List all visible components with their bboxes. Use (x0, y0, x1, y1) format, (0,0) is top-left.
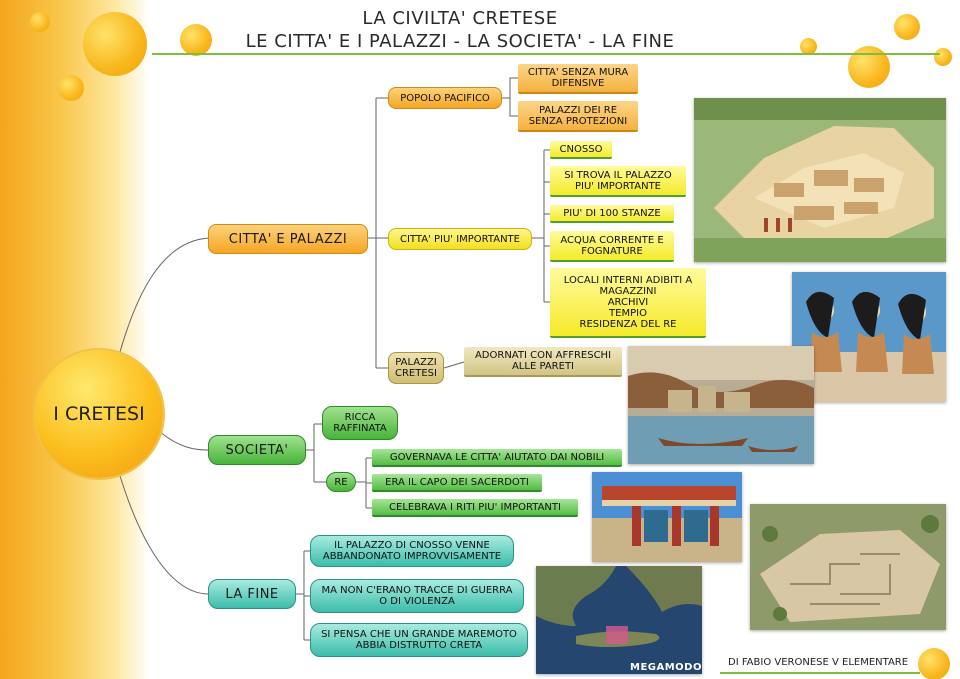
title-underline (152, 53, 940, 55)
node-adornati-con-affreschi[interactable]: ADORNATI CON AFFRESCHI ALLE PARETI (464, 347, 622, 377)
node-grande-maremoto[interactable]: SI PENSA CHE UN GRANDE MAREMOTO ABBIA DI… (310, 623, 528, 657)
footer-underline (720, 672, 920, 674)
node-palazzi-cretesi[interactable]: PALAZZI CRETESI (388, 352, 444, 384)
node-re-item: ERA IL CAPO DEI SACERDOTI (385, 476, 529, 488)
decor-circle (58, 75, 84, 101)
author-credit: DI FABIO VERONESE V ELEMENTARE (728, 657, 909, 668)
node-re[interactable]: RE (326, 472, 356, 492)
node-importante-item: ACQUA CORRENTE E FOGNATURE (560, 234, 664, 257)
decor-circle (83, 12, 147, 76)
node-importante-item: SI TROVA IL PALAZZO PIU' IMPORTANTE (564, 169, 672, 192)
node-citta-piu-importante[interactable]: CITTA' PIU' IMPORTANTE (388, 228, 532, 250)
node-importante-label: CITTA' PIU' IMPORTANTE (400, 233, 520, 245)
node-tracce-di-guerra[interactable]: MA NON C'ERANO TRACCE DI GUERRA O DI VIO… (310, 579, 524, 613)
decor-circle (30, 12, 50, 32)
node-popolo-item: PALAZZI DEI RE SENZA PROTEZIONI (528, 104, 628, 127)
branch-citta-e-palazzi[interactable]: CITTA' E PALAZZI (208, 224, 368, 254)
node-palazzi-dei-re[interactable]: PALAZZI DEI RE SENZA PROTEZIONI (518, 101, 638, 132)
decor-circle (918, 648, 950, 679)
node-capo-dei-sacerdoti[interactable]: ERA IL CAPO DEI SACERDOTI (372, 474, 542, 492)
photo-knossos-ruins (750, 504, 946, 630)
node-fine-item: SI PENSA CHE UN GRANDE MAREMOTO ABBIA DI… (321, 629, 517, 651)
title-line-2: LE CITTA' E I PALAZZI - LA SOCIETA' - LA… (245, 31, 675, 52)
photo-knossos-reconstruction (694, 98, 946, 262)
node-locali-interni[interactable]: LOCALI INTERNI ADIBITI A MAGAZZINI ARCHI… (550, 268, 706, 338)
node-importante-item: LOCALI INTERNI ADIBITI A MAGAZZINI ARCHI… (563, 274, 693, 330)
decor-circle (800, 38, 817, 55)
branch-fine-label: LA FINE (225, 586, 279, 602)
branch-societa-label: SOCIETA' (225, 442, 289, 458)
photo-blue-ladies-fresco (792, 272, 946, 402)
map-watermark: MEGAMODO (630, 662, 702, 673)
center-node-i-cretesi[interactable]: I CRETESI (35, 350, 163, 478)
left-gradient-band (0, 0, 150, 679)
node-importante-item: PIU' DI 100 STANZE (563, 207, 661, 219)
node-cnosso[interactable]: CNOSSO (550, 141, 612, 159)
decor-circle (934, 48, 952, 66)
node-re-item: CELEBRAVA I RITI PIU' IMPORTANTI (389, 501, 561, 513)
center-node-label: I CRETESI (53, 403, 145, 425)
node-citta-senza-mura[interactable]: CITTA' SENZA MURA DIFENSIVE (518, 64, 638, 94)
node-100-stanze[interactable]: PIU' DI 100 STANZE (550, 205, 674, 223)
photo-ship-fresco (628, 346, 814, 464)
node-fine-item: IL PALAZZO DI CNOSSO VENNE ABBANDONATO I… (322, 540, 502, 562)
node-popolo-pacifico[interactable]: POPOLO PACIFICO (388, 87, 502, 109)
branch-citta-label: CITTA' E PALAZZI (228, 231, 348, 247)
node-importante-item: CNOSSO (559, 143, 603, 155)
decor-circle (894, 14, 920, 40)
node-palazzo-abbandonato[interactable]: IL PALAZZO DI CNOSSO VENNE ABBANDONATO I… (310, 535, 514, 567)
node-ricca-raffinata[interactable]: RICCA RAFFINATA (322, 406, 398, 440)
node-acqua-corrente[interactable]: ACQUA CORRENTE E FOGNATURE (550, 231, 674, 262)
node-governava-le-citta[interactable]: GOVERNAVA LE CITTA' AIUTATO DAI NOBILI (372, 449, 622, 467)
title-line-1: LA CIVILTA' CRETESE (362, 8, 558, 29)
node-fine-item: MA NON C'ERANO TRACCE DI GUERRA O DI VIO… (321, 585, 513, 607)
node-re-label: RE (334, 476, 348, 488)
node-si-trova-il-palazzo[interactable]: SI TROVA IL PALAZZO PIU' IMPORTANTE (550, 166, 686, 197)
photo-satellite-map-crete: MEGAMODO (536, 566, 702, 674)
photo-knossos-red-columns (592, 472, 742, 562)
branch-la-fine[interactable]: LA FINE (208, 579, 296, 609)
node-palazzi-label: PALAZZI CRETESI (395, 357, 437, 379)
node-palazzi-item: ADORNATI CON AFFRESCHI ALLE PARETI (474, 350, 612, 372)
node-popolo-item: CITTA' SENZA MURA DIFENSIVE (527, 67, 629, 89)
branch-societa[interactable]: SOCIETA' (208, 435, 306, 465)
node-celebrava-i-riti[interactable]: CELEBRAVA I RITI PIU' IMPORTANTI (372, 499, 578, 517)
node-re-item: GOVERNAVA LE CITTA' AIUTATO DAI NOBILI (389, 451, 605, 463)
node-popolo-label: POPOLO PACIFICO (400, 92, 490, 104)
node-ricca-label: RICCA RAFFINATA (333, 412, 387, 434)
decor-circle (180, 24, 212, 56)
